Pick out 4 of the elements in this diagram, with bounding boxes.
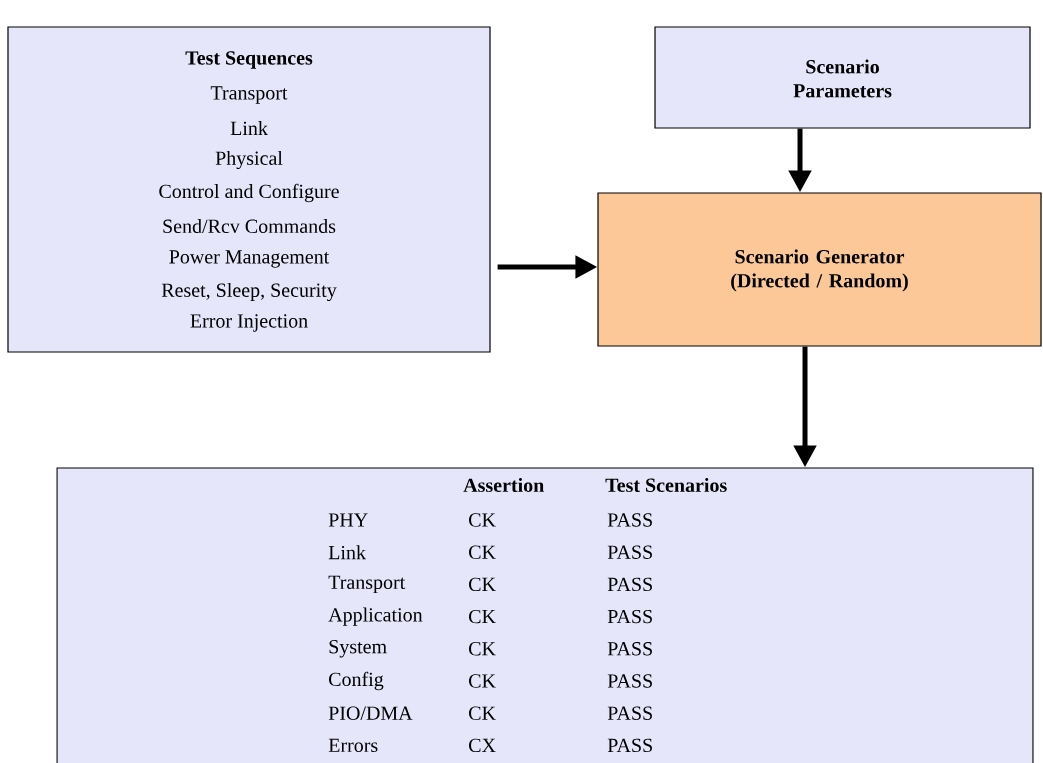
results-table-box: Assertion Test Scenarios PHY CK PASS Link CK PASS Transport CK PASS Application CK PASS System CK PASS Config CK PASS PIO/DMA CK PASS Errors CX PASS [56,467,1034,763]
parameters-box: Scenario Parameters [654,26,1031,129]
sequence-list-box: Test Sequences Transport Link Physical Control and Configure Send/Rcv Commands Power Management Reset, Sleep, Security Error Injection [7,26,491,353]
generator-box: Scenario Generator (Directed / Random) [597,192,1042,347]
